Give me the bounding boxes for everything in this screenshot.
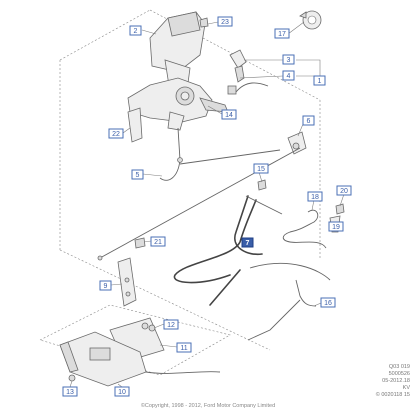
callout-4[interactable]: 4: [282, 70, 295, 81]
guide-bracket: [257, 179, 267, 191]
callout-5[interactable]: 5: [131, 169, 144, 180]
reference-line: KV: [402, 385, 410, 391]
callout-label: 19: [332, 224, 340, 231]
callout-14[interactable]: 14: [221, 109, 237, 120]
callout-12[interactable]: 12: [163, 319, 179, 330]
callout-label: 22: [112, 131, 120, 138]
bracket-21: [134, 237, 146, 249]
callout-23[interactable]: 23: [217, 16, 233, 27]
callout-13[interactable]: 13: [62, 386, 78, 397]
callout-label: 2: [134, 28, 138, 35]
callout-label: 23: [221, 19, 229, 26]
callout-label: 16: [324, 300, 332, 307]
mounting-bracket: [117, 257, 137, 307]
callout-label: 13: [66, 389, 74, 396]
callout-label: 15: [257, 166, 265, 173]
callout-label: 5: [136, 172, 140, 179]
callout-3[interactable]: 3: [282, 54, 295, 65]
callout-label: 12: [167, 322, 175, 329]
callout-11[interactable]: 11: [176, 342, 192, 353]
reference-line: 5000526: [388, 371, 410, 377]
callout-9[interactable]: 9: [99, 280, 112, 291]
callout-label: 14: [225, 112, 233, 119]
callout-22[interactable]: 22: [108, 128, 124, 139]
callout-16[interactable]: 16: [320, 297, 336, 308]
rear-cable-assembly: [173, 195, 331, 306]
bracket: [127, 107, 143, 143]
callout-label: 18: [311, 194, 319, 201]
callout-7-highlighted[interactable]: 7: [241, 237, 254, 248]
right-rear-cable: [247, 279, 317, 341]
callout-2[interactable]: 2: [129, 25, 142, 36]
callout-10[interactable]: 10: [114, 386, 130, 397]
callout-label: 6: [307, 118, 311, 125]
callout-6[interactable]: 6: [302, 115, 315, 126]
return-spring: [282, 209, 327, 249]
callout-1[interactable]: 1: [313, 75, 326, 86]
handbrake-lever-mechanism: [127, 77, 229, 131]
retainer-clip: [299, 10, 322, 30]
fastener-12: [148, 324, 156, 332]
callout-15[interactable]: 15: [253, 163, 269, 174]
wiring-connector: [227, 82, 269, 95]
callout-label: 11: [180, 345, 187, 352]
callout-17[interactable]: 17: [274, 28, 290, 39]
intermediate-rod: [97, 147, 301, 261]
fastener-13: [68, 374, 76, 382]
callout-21[interactable]: 21: [150, 236, 166, 247]
callout-label: 17: [278, 31, 286, 38]
reference-block: Q03 019 5000526 05-2012.18 KV © 0020118 …: [376, 364, 410, 399]
warning-switch: [229, 49, 247, 83]
cable-equalizer: [287, 131, 307, 155]
callout-label: 4: [287, 73, 291, 80]
callout-label: 7: [246, 240, 250, 247]
callout-label: 9: [104, 283, 108, 290]
front-cable: [159, 127, 281, 181]
copyright-notice: ©Copyright, 1998 - 2012, Ford Motor Comp…: [140, 403, 276, 409]
handbrake-lever-housing: [149, 11, 206, 99]
callout-18[interactable]: 18: [307, 191, 323, 202]
callout-19[interactable]: 19: [328, 221, 344, 232]
callout-label: 3: [287, 57, 291, 64]
callout-label: 10: [118, 389, 126, 396]
clip-23: [199, 17, 209, 28]
callout-20[interactable]: 20: [336, 185, 352, 196]
reference-line: 05-2012.18: [382, 378, 410, 384]
electric-actuator: [59, 331, 221, 387]
reference-line: © 0020118 15: [375, 392, 410, 398]
callout-label: 21: [154, 239, 162, 246]
callout-label: 20: [340, 188, 348, 195]
reference-line: Q03 019: [388, 364, 410, 370]
callout-label: 1: [318, 78, 322, 85]
